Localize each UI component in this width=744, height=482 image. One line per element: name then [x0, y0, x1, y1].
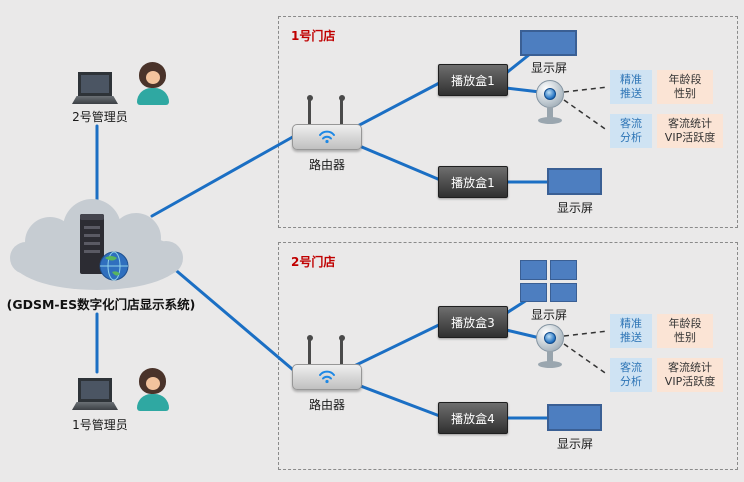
- store2-flow-tag: 客流 分析: [610, 358, 652, 392]
- store1-display-bottom-icon: [547, 168, 602, 195]
- antenna-icon: [338, 95, 345, 126]
- person-icon: [136, 368, 170, 412]
- store2-display-top-label: 显示屏: [530, 308, 567, 322]
- store1-router-icon: [292, 95, 362, 154]
- camera-lens: [544, 88, 556, 100]
- player-label: 播放盒3: [451, 315, 495, 330]
- store2-display-bottom-icon: [547, 404, 602, 431]
- antenna-icon: [306, 95, 313, 126]
- wifi-icon: [319, 130, 335, 144]
- store2-push-result-tag: 年龄段 性别: [657, 314, 713, 348]
- antenna-icon: [338, 335, 345, 366]
- display-tile: [520, 282, 547, 302]
- router-body: [292, 364, 362, 390]
- camera-ball: [536, 324, 564, 352]
- laptop-screen: [78, 72, 112, 96]
- router-body: [292, 124, 362, 150]
- store2-player-bottom: 播放盒4: [438, 402, 508, 434]
- cloud-server-icon: [8, 196, 186, 296]
- camera-base: [538, 117, 562, 124]
- admin2-label: 2号管理员: [72, 110, 128, 124]
- camera-base: [538, 361, 562, 368]
- person-torso: [137, 394, 169, 411]
- player-label: 播放盒4: [451, 411, 495, 426]
- laptop-screen: [78, 378, 112, 402]
- store1-push-result-tag: 年龄段 性别: [657, 70, 713, 104]
- laptop-icon: [72, 378, 118, 412]
- store2-label: 2号门店: [291, 255, 336, 269]
- person-icon: [136, 62, 170, 106]
- laptop-base: [72, 96, 118, 104]
- person-face: [146, 71, 160, 84]
- store1-flow-result-tag: 客流统计 VIP活跃度: [657, 114, 723, 148]
- store2-router-icon: [292, 335, 362, 394]
- laptop-base: [72, 402, 118, 410]
- display-tile: [550, 282, 577, 302]
- store2-push-tag: 精准 推送: [610, 314, 652, 348]
- server-tower-icon: [80, 214, 104, 274]
- store1-player-bottom: 播放盒1: [438, 166, 508, 198]
- store1-box: 1号门店: [278, 16, 738, 228]
- store1-label: 1号门店: [291, 29, 336, 43]
- globe-icon: [99, 251, 129, 281]
- display-tile: [550, 260, 577, 280]
- store1-display-top-icon: [520, 30, 577, 56]
- store1-flow-tag: 客流 分析: [610, 114, 652, 148]
- camera-lens: [544, 332, 556, 344]
- camera-neck: [547, 107, 553, 118]
- wifi-icon: [319, 370, 335, 384]
- store1-player-top: 播放盒1: [438, 64, 508, 96]
- store2-camera-icon: [533, 324, 567, 372]
- antenna-icon: [306, 335, 313, 366]
- player-label: 播放盒1: [451, 73, 495, 88]
- person-torso: [137, 88, 169, 105]
- camera-neck: [547, 351, 553, 362]
- store1-camera-icon: [533, 80, 567, 128]
- store1-router-label: 路由器: [308, 158, 345, 172]
- store1-display-bottom-label: 显示屏: [556, 201, 593, 215]
- player-label: 播放盒1: [451, 175, 495, 190]
- person-face: [146, 377, 160, 390]
- store2-player-top: 播放盒3: [438, 306, 508, 338]
- laptop-icon: [72, 72, 118, 106]
- store1-push-tag: 精准 推送: [610, 70, 652, 104]
- store2-router-label: 路由器: [308, 398, 345, 412]
- admin1-label: 1号管理员: [72, 418, 128, 432]
- store2-display-top-icon: [520, 260, 577, 302]
- store2-flow-result-tag: 客流统计 VIP活跃度: [657, 358, 723, 392]
- store2-display-bottom-label: 显示屏: [556, 437, 593, 451]
- system-title: (GDSM-ES数字化门店显示系统): [6, 297, 196, 312]
- store1-display-top-label: 显示屏: [530, 61, 567, 75]
- display-tile: [520, 260, 547, 280]
